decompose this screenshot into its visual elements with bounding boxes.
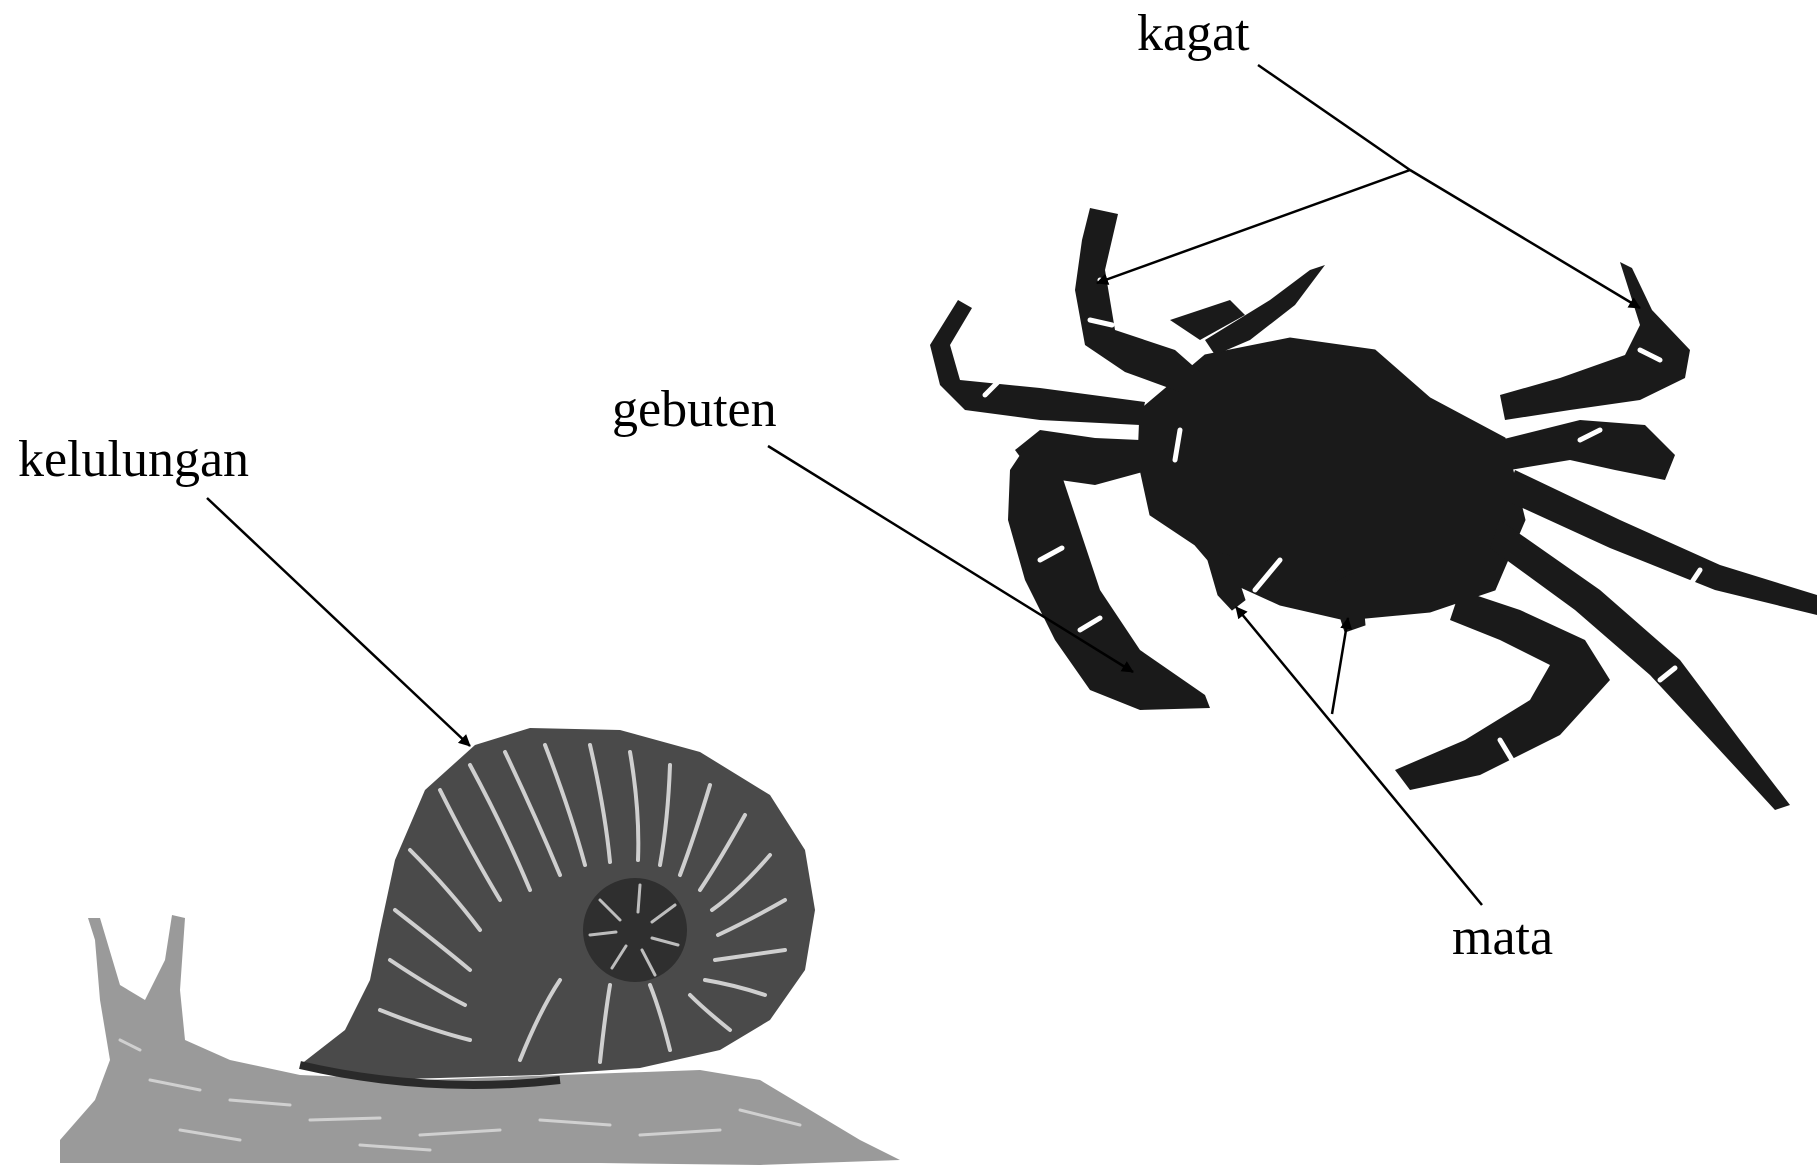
- crab-leg-right-long-2: [1490, 520, 1790, 810]
- leader-mata-right: [1332, 618, 1348, 714]
- crab-leg-right-second: [1500, 420, 1675, 480]
- label-gebuten: gebuten: [612, 384, 777, 436]
- crab-carapace: [1138, 338, 1525, 620]
- crab-leg-upper-right: [1500, 262, 1690, 420]
- label-kelulungan: kelulungan: [18, 434, 249, 486]
- snail-shell-whorl: [583, 878, 687, 982]
- crab-claw-right-lower: [1395, 590, 1610, 790]
- label-mata: mata: [1452, 912, 1553, 964]
- leader-kagat-shared: [1258, 65, 1410, 170]
- leader-kagat-left: [1097, 170, 1410, 283]
- crab-leg-right-long-1: [1505, 470, 1817, 615]
- leader-kelulungan: [207, 498, 470, 746]
- snail-illustration: [60, 728, 900, 1165]
- crab-illustration: [930, 208, 1817, 810]
- leader-kagat-right: [1410, 170, 1640, 308]
- crab-leg-upper-left: [1075, 208, 1200, 392]
- label-kagat: kagat: [1137, 8, 1250, 60]
